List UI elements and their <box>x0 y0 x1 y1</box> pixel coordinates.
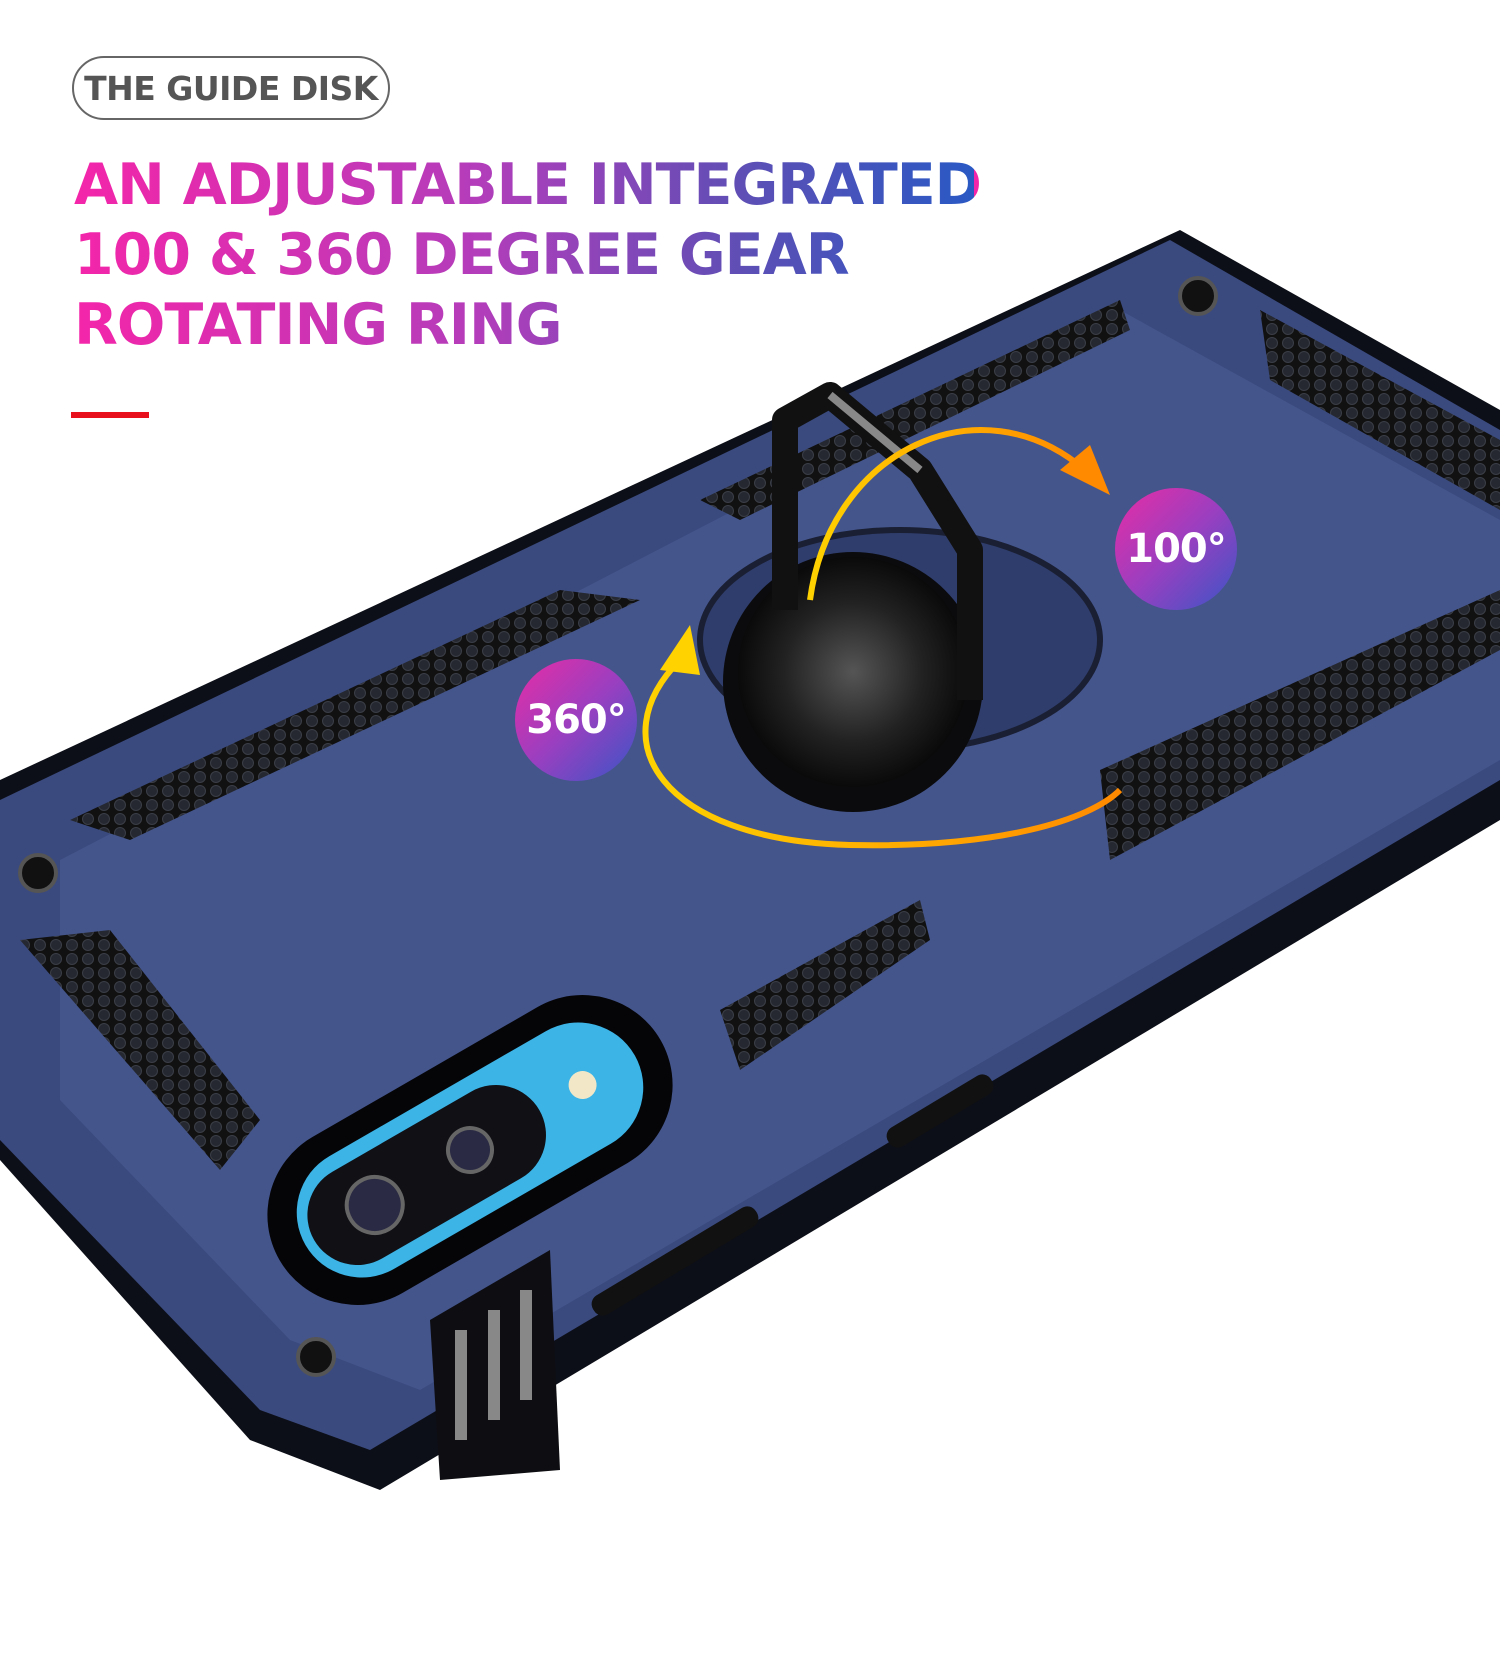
screw <box>18 853 58 893</box>
headline: AN ADJUSTABLE INTEGRATED 100 & 360 DEGRE… <box>74 150 982 360</box>
grip-strip <box>1100 590 1500 860</box>
screw <box>296 1337 336 1377</box>
screw <box>1178 276 1218 316</box>
grip-strip <box>720 900 930 1070</box>
headline-line-2: 100 & 360 DEGREE GEAR <box>74 222 850 288</box>
headline-line-1: AN ADJUSTABLE INTEGRATED <box>74 152 982 218</box>
rotate-arrow-head <box>660 625 700 675</box>
grip-strip <box>70 590 640 840</box>
grip-strip <box>20 930 260 1170</box>
tilt-arrow-head <box>1060 445 1110 495</box>
tilt-arrow <box>807 427 1087 601</box>
grip-strip <box>1260 310 1500 510</box>
guide-disk-tag: THE GUIDE DISK <box>72 56 390 120</box>
grip-strip <box>700 300 1130 520</box>
badge-360-degree: 360° <box>515 659 637 781</box>
ring-holder <box>697 382 1103 812</box>
badge-100-degree: 100° <box>1115 488 1237 610</box>
rotate-arrow <box>642 657 1123 849</box>
accent-divider <box>71 412 149 418</box>
headline-line-3: ROTATING RING <box>74 292 563 358</box>
vents <box>430 1250 560 1480</box>
camera-module <box>267 995 673 1305</box>
